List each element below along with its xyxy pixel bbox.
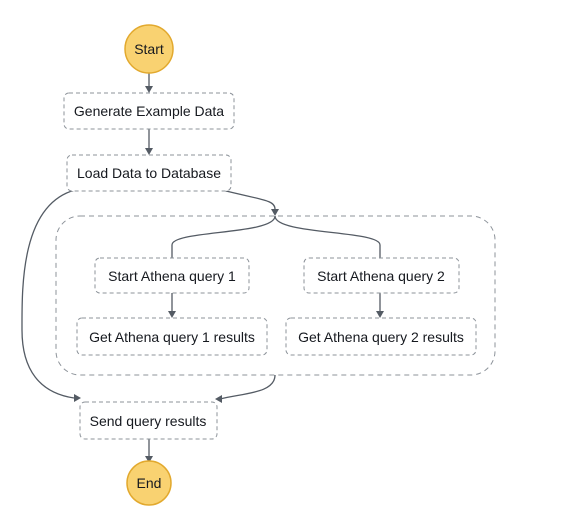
state-label: Get Athena query 1 results <box>89 329 255 345</box>
state-box <box>66 154 232 192</box>
end-node[interactable]: End <box>126 460 172 506</box>
arrowhead-generate <box>145 86 153 93</box>
end-circle <box>126 460 172 506</box>
edge-parallel-to-send <box>219 374 276 400</box>
arrowhead-get-q2 <box>376 311 384 318</box>
state-label: Start Athena query 1 <box>108 268 236 284</box>
state-label: Get Athena query 2 results <box>298 329 464 345</box>
state-box <box>63 92 235 130</box>
edge-load-to-send <box>21 189 76 399</box>
state-box <box>79 401 218 440</box>
edge-fork-to-q2 <box>274 215 381 258</box>
start-node[interactable]: Start <box>124 24 174 74</box>
state-label: Start Athena query 2 <box>317 268 445 284</box>
arrowhead-send-left <box>74 394 81 402</box>
state-box <box>303 257 460 294</box>
state-send-query-results[interactable]: Send query results <box>79 401 218 440</box>
start-label: Start <box>134 41 164 57</box>
arrowhead-get-q1 <box>168 311 176 318</box>
arrowhead-parallel <box>271 209 279 216</box>
state-label: Send query results <box>90 413 207 429</box>
edge-fork-to-q1 <box>171 215 276 258</box>
state-start-athena-query-1[interactable]: Start Athena query 1 <box>94 257 250 294</box>
arrowhead-end <box>145 456 153 463</box>
state-get-athena-query-1-results[interactable]: Get Athena query 1 results <box>76 317 268 356</box>
state-generate-example-data[interactable]: Generate Example Data <box>63 92 235 130</box>
state-box <box>94 257 250 294</box>
state-start-athena-query-2[interactable]: Start Athena query 2 <box>303 257 460 294</box>
state-label: Generate Example Data <box>74 103 224 119</box>
start-circle <box>124 24 174 74</box>
state-label: Load Data to Database <box>77 165 221 181</box>
end-label: End <box>137 475 162 491</box>
edge-load-to-parallel <box>221 189 276 210</box>
state-load-data-to-database[interactable]: Load Data to Database <box>66 154 232 192</box>
state-box <box>285 317 477 356</box>
state-box <box>76 317 268 356</box>
edges <box>21 73 384 463</box>
state-get-athena-query-2-results[interactable]: Get Athena query 2 results <box>285 317 477 356</box>
arrowhead-load <box>145 148 153 155</box>
arrowhead-send-right <box>215 395 222 403</box>
